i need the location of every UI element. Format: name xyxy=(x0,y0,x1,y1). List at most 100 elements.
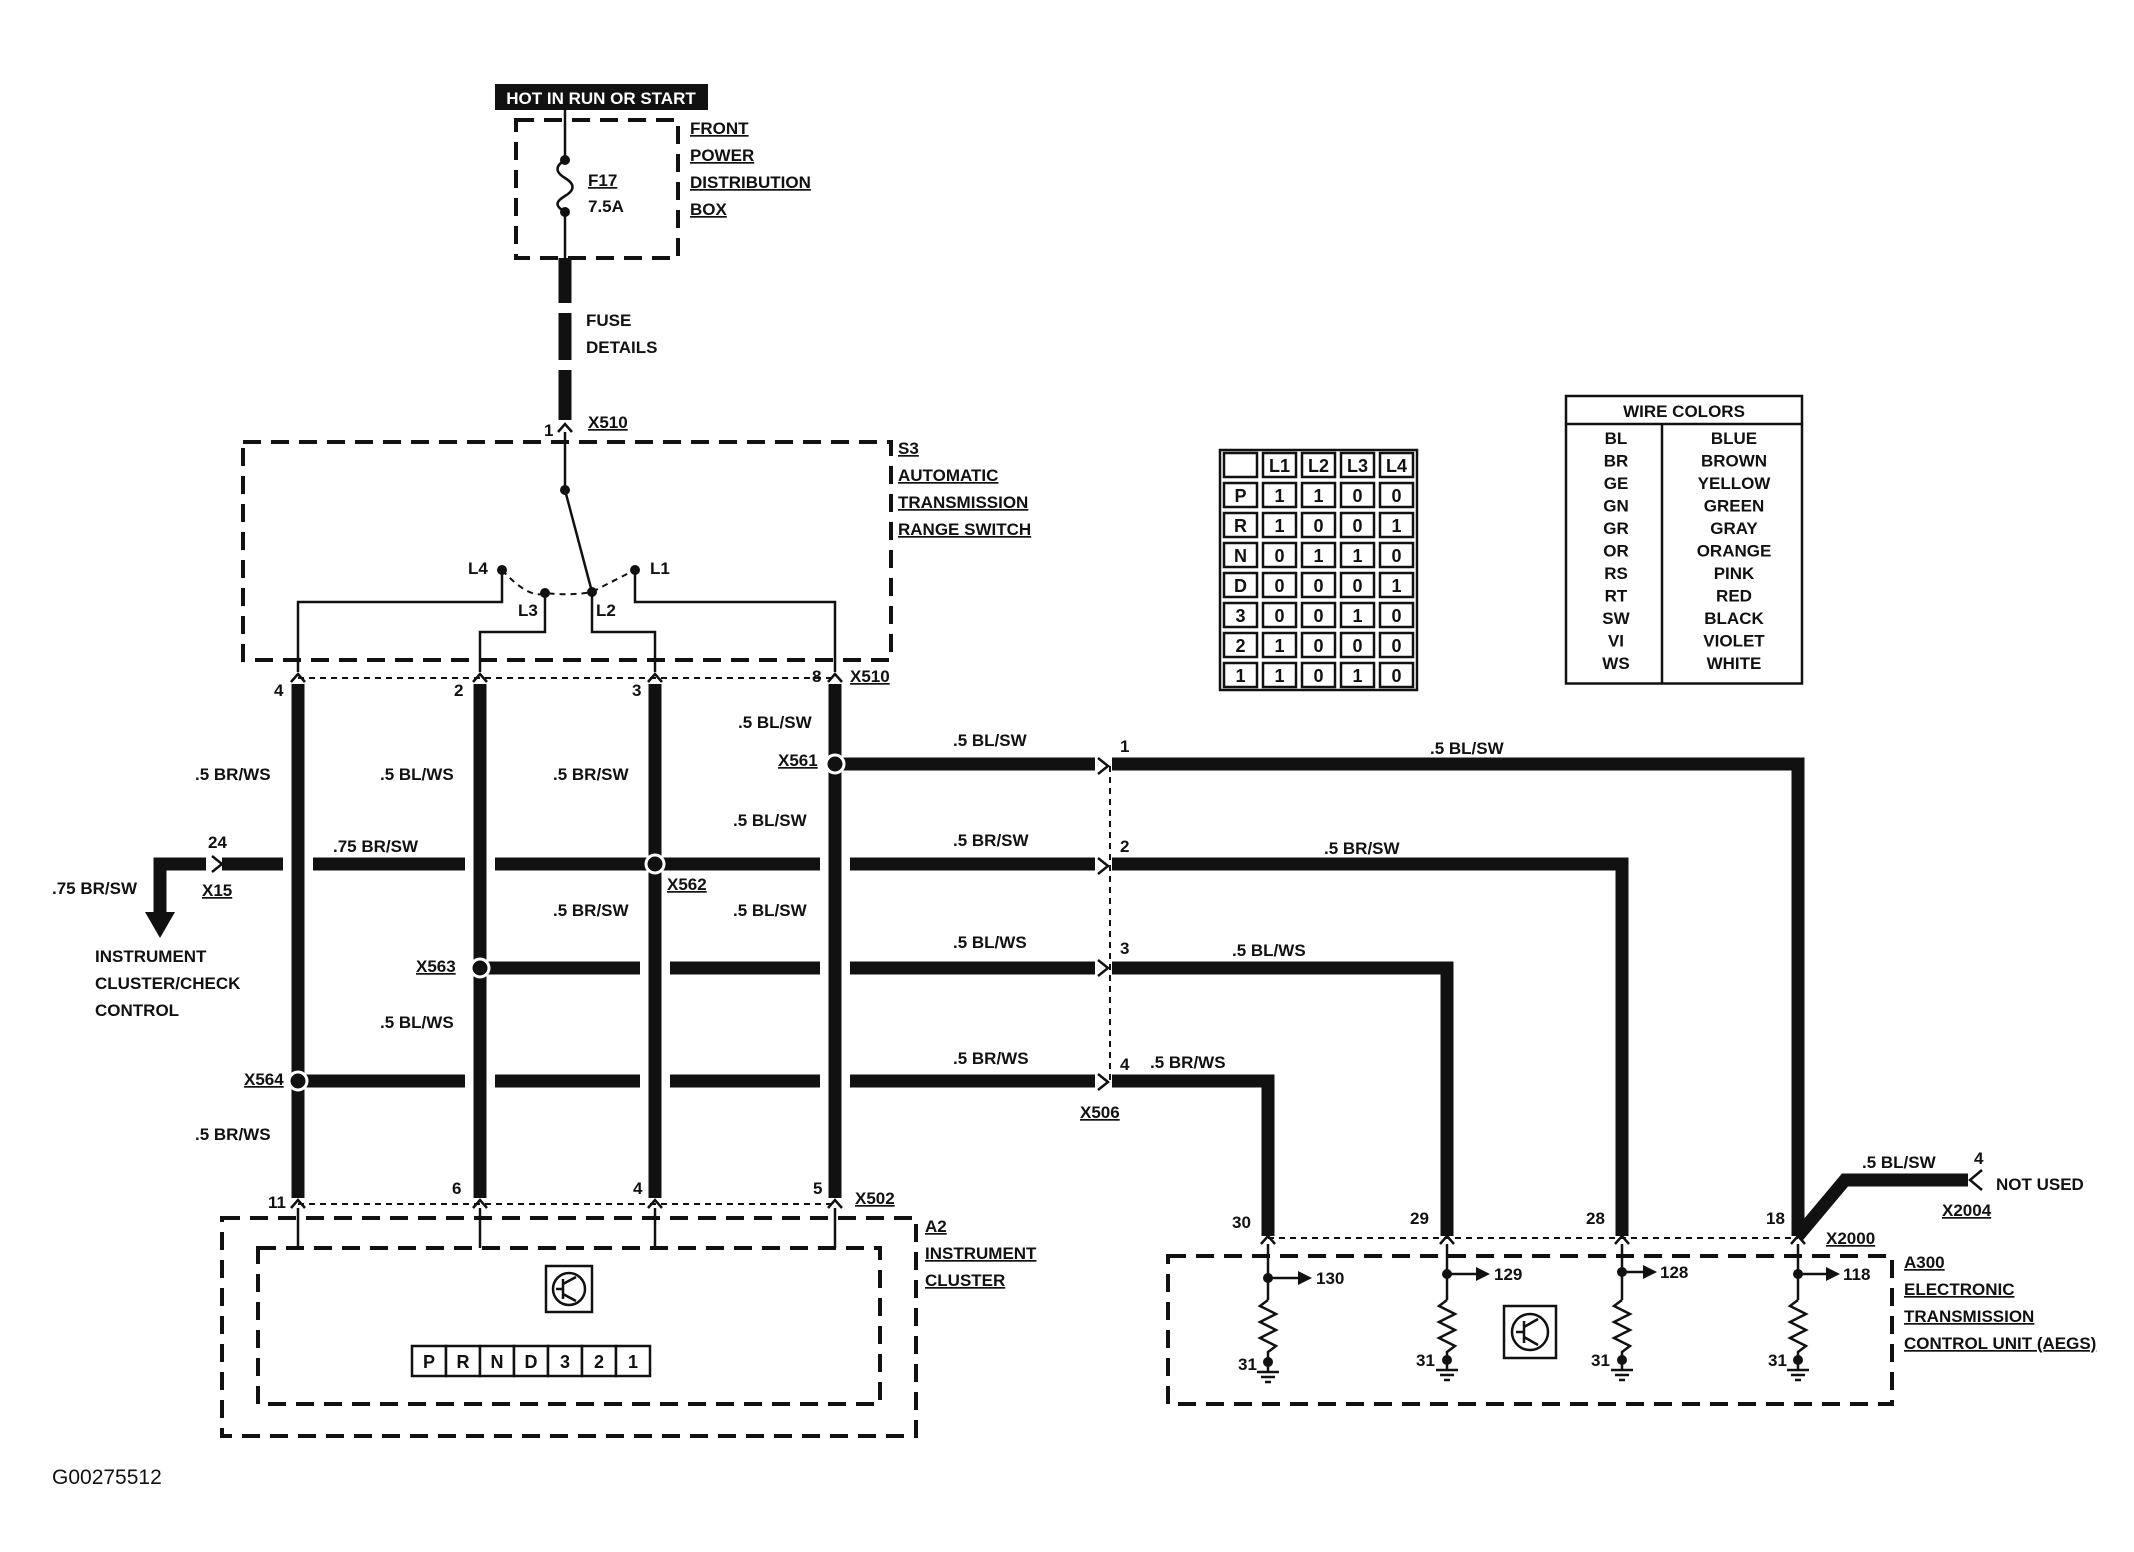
range-table-value: 0 xyxy=(1391,606,1401,626)
x15-arrow-head xyxy=(145,912,175,938)
x506-pin-3-label: 3 xyxy=(1120,939,1129,958)
h1-right-label: .5 BL/SW xyxy=(1430,739,1505,758)
x15-dest-3: CONTROL xyxy=(95,1001,179,1020)
wire-color-code: GE xyxy=(1604,474,1629,493)
x510-pin-8 xyxy=(827,672,843,683)
h3-right-label: .5 BL/WS xyxy=(1232,941,1306,960)
x2000-pin-18-label: 18 xyxy=(1766,1209,1785,1228)
wire-color-name: YELLOW xyxy=(1698,474,1772,493)
x510-pin-4 xyxy=(290,672,306,683)
range-table-value: 0 xyxy=(1391,636,1401,656)
range-table-cell xyxy=(1300,511,1337,539)
x506-pin-4 xyxy=(1097,1073,1111,1091)
box-label-4: BOX xyxy=(690,200,728,219)
x2000-pin-18 xyxy=(1790,1234,1806,1245)
x502-pin-11-label: 11 xyxy=(268,1193,286,1212)
wire-color-code: OR xyxy=(1603,542,1629,561)
range-table-value: 0 xyxy=(1352,486,1362,506)
x506-pin-2-label: 2 xyxy=(1120,837,1129,856)
wire-colors-title: WIRE COLORS xyxy=(1623,402,1745,421)
range-table-header: L1 xyxy=(1269,456,1290,476)
range-table-value: 0 xyxy=(1313,576,1323,596)
range-table-value: N xyxy=(1234,546,1247,566)
range-table-value: 1 xyxy=(1352,666,1362,686)
x2000-pin-29-label: 29 xyxy=(1410,1209,1429,1228)
range-table-value: 1 xyxy=(1235,666,1245,686)
range-table-cell xyxy=(1300,451,1337,479)
splice-x561-label: X561 xyxy=(778,751,818,770)
h4-left-label: .5 BR/WS xyxy=(953,1049,1029,1068)
range-table-value: 0 xyxy=(1391,486,1401,506)
wire-color-code: SW xyxy=(1602,609,1630,628)
ecu-label-1: A300 xyxy=(1904,1253,1945,1272)
x510-pin-4-label: 4 xyxy=(274,681,284,700)
range-table-cell xyxy=(1261,481,1298,509)
x510-pin-3-label: 3 xyxy=(632,681,641,700)
range-table-value: 1 xyxy=(1313,546,1323,566)
gear-2: 2 xyxy=(594,1352,604,1372)
vwire-4c-label: .5 BL/SW xyxy=(733,901,808,920)
splice-x561 xyxy=(824,753,846,775)
x2000-pin-29 xyxy=(1439,1234,1455,1245)
range-table-value: 0 xyxy=(1391,546,1401,566)
range-table-cell xyxy=(1378,601,1415,629)
contact-l1-label: L1 xyxy=(650,559,670,578)
rwire-1 xyxy=(1112,757,1805,1236)
front-power-distribution-box xyxy=(514,118,680,260)
wire-color-name: RED xyxy=(1716,587,1752,606)
ecu-label-4: CONTROL UNIT (AEGS) xyxy=(1904,1334,2096,1353)
ecu-internal-29 xyxy=(1436,1244,1490,1382)
x2000-label: X2000 xyxy=(1826,1229,1875,1248)
wire-colors-frame xyxy=(1564,394,1804,685)
range-table-cell xyxy=(1300,481,1337,509)
range-table-cell xyxy=(1261,571,1298,599)
x502-pin-11 xyxy=(290,1198,306,1209)
box-label-3: DISTRIBUTION xyxy=(690,173,811,192)
ecu-internal-30 xyxy=(1257,1244,1312,1384)
wire-color-code: WS xyxy=(1602,654,1629,673)
wire-color-code: VI xyxy=(1608,632,1624,651)
range-table-cell xyxy=(1339,451,1376,479)
switch-contact-arc xyxy=(501,569,636,596)
x502-pin-5 xyxy=(827,1198,843,1209)
range-table-cell xyxy=(1222,631,1259,659)
h4-right-label: .5 BR/WS xyxy=(1150,1053,1226,1072)
wire-color-code: RT xyxy=(1605,587,1628,606)
x510-pin-8-label: 8 xyxy=(812,667,821,686)
range-table-value: 0 xyxy=(1352,636,1362,656)
contact-l4-label: L4 xyxy=(468,559,488,578)
trace-l2 xyxy=(590,592,657,672)
range-table-value: 3 xyxy=(1235,606,1245,626)
range-table-value: 1 xyxy=(1274,636,1284,656)
range-table-cell xyxy=(1339,511,1376,539)
range-table-cell xyxy=(1300,661,1337,689)
wire-color-name: GREEN xyxy=(1704,497,1764,516)
x506-pin-1 xyxy=(1097,757,1111,775)
ecu-gnd-18: 31 xyxy=(1768,1351,1787,1370)
x502-pin-5-label: 5 xyxy=(813,1179,822,1198)
range-table-cell xyxy=(1261,451,1298,479)
range-table-cell xyxy=(1222,481,1259,509)
fuse-details-2: DETAILS xyxy=(586,338,657,357)
gear-cell-1 xyxy=(614,1344,652,1378)
switch-label-2: AUTOMATIC xyxy=(898,466,998,485)
range-table-value: 1 xyxy=(1391,516,1401,536)
fuse-f17-symbol xyxy=(556,158,574,214)
x502-pin-4-label: 4 xyxy=(633,1179,643,1198)
range-table-cell xyxy=(1378,511,1415,539)
splice-x564-label: X564 xyxy=(244,1070,284,1089)
vwire-4b-label: .5 BL/SW xyxy=(733,811,808,830)
range-table-value: 0 xyxy=(1391,666,1401,686)
ecu-transistor-icon xyxy=(1502,1304,1558,1360)
trace-l4 xyxy=(296,570,504,672)
cluster-inner-box xyxy=(256,1246,882,1406)
x510-pin-2-label: 2 xyxy=(454,681,463,700)
range-table-value: 0 xyxy=(1274,606,1284,626)
range-switch-box xyxy=(241,440,893,662)
gear-d: D xyxy=(525,1352,538,1372)
range-table-cell xyxy=(1378,571,1415,599)
range-table-value: 1 xyxy=(1274,666,1284,686)
range-table-value: 1 xyxy=(1391,576,1401,596)
x510-bottom-label: X510 xyxy=(850,667,890,686)
